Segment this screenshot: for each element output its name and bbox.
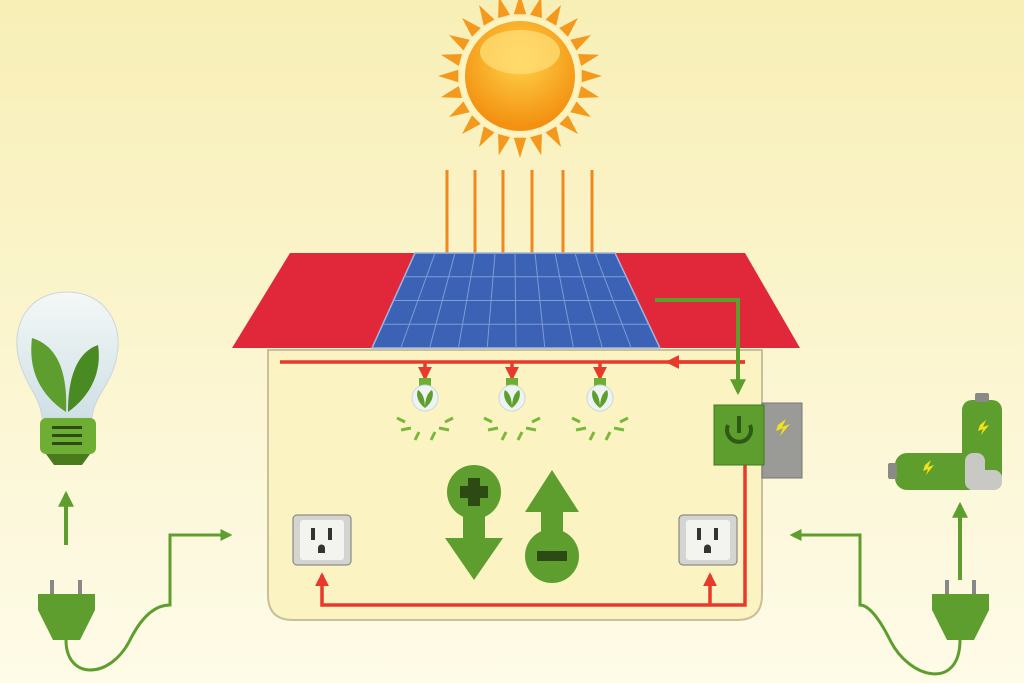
- panel-grid-line: [574, 252, 603, 349]
- sun-ray: [570, 101, 592, 117]
- solar-panel-icon: [370, 252, 662, 349]
- panel-to-inverter-arrow: [655, 298, 746, 396]
- sun-ray: [545, 126, 561, 148]
- sun-ray: [462, 115, 481, 134]
- sun-ray: [479, 4, 495, 26]
- sun-ray: [440, 54, 463, 67]
- power-cord-left: [64, 529, 233, 672]
- sun-ray: [448, 35, 470, 51]
- house-wall: [267, 349, 763, 621]
- eco-bulb-icon: [16, 291, 119, 465]
- sun-ray: [545, 4, 561, 26]
- panel-grid-line: [594, 252, 632, 349]
- sun-ray: [498, 0, 511, 19]
- sun-ray: [529, 133, 542, 156]
- sun-ray: [448, 101, 470, 117]
- ceiling-eco-bulb-icon: [483, 378, 541, 441]
- panel-grid-line: [534, 252, 546, 349]
- panel-grid-line: [514, 252, 517, 349]
- panel-grid-line: [457, 252, 476, 349]
- sun-ray: [479, 126, 495, 148]
- sun-icon: [438, 0, 602, 158]
- power-button-icon: [713, 402, 803, 479]
- ceiling-eco-bulb-icon: [571, 378, 629, 441]
- sun-ray: [577, 54, 600, 67]
- sun-ray: [513, 0, 527, 15]
- panel-grid-line: [486, 252, 496, 349]
- ceiling-eco-bulb-icon: [396, 378, 454, 441]
- sun-ray: [529, 0, 542, 19]
- plug-icon: [38, 580, 95, 640]
- outlet-icon: [678, 514, 738, 566]
- sun-ray: [513, 137, 527, 158]
- sun-ray: [577, 85, 600, 98]
- minus-arrow-icon: [525, 470, 579, 583]
- sun-ray: [440, 85, 463, 98]
- power-cord-right: [789, 529, 962, 676]
- red-wiring: [280, 355, 747, 607]
- panel-grid-line: [400, 252, 436, 349]
- sun-ray: [559, 18, 578, 37]
- sun-ray: [462, 18, 481, 37]
- sun-ray: [581, 69, 602, 83]
- sun-ray: [438, 69, 459, 83]
- outlet-icon: [292, 514, 352, 566]
- battery-icon: [888, 393, 1002, 490]
- panel-grid-line: [554, 252, 575, 349]
- plus-arrow-icon: [445, 465, 503, 580]
- sun-ray: [570, 35, 592, 51]
- plug-icon: [932, 580, 989, 640]
- panel-grid-line: [429, 252, 456, 349]
- sun-ray: [498, 133, 511, 156]
- sun-ray: [559, 115, 578, 134]
